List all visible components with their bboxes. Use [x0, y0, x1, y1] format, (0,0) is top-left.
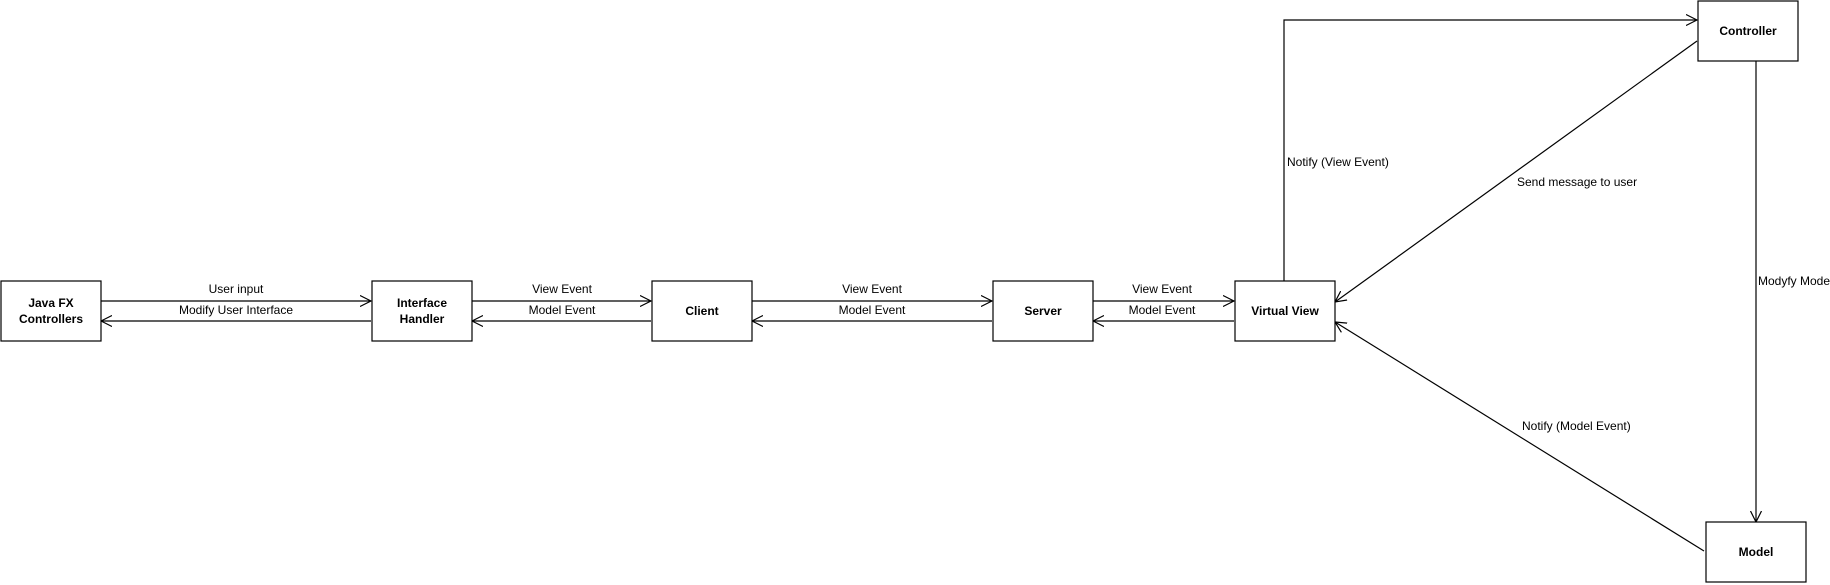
node-box [1697, 0, 1799, 62]
edge-label-model-event-2: Model Event [839, 303, 906, 317]
edge-label-model-event-1: Model Event [529, 303, 596, 317]
node-label: Server [1024, 304, 1062, 318]
node-java-fx-controllers: Java FX Controllers [0, 280, 102, 342]
edge-send-message-to-user [1335, 40, 1698, 302]
node-label: Model [1739, 545, 1774, 559]
node-box [992, 280, 1094, 342]
node-label-line-1: Java FX [28, 296, 73, 310]
edge-label-notify-view-event: Notify (View Event) [1287, 155, 1389, 169]
node-box [1705, 521, 1807, 583]
node-label: Client [685, 304, 718, 318]
node-model: Model [1705, 521, 1807, 583]
node-label-line-2: Handler [400, 312, 445, 326]
node-controller: Controller [1697, 0, 1799, 62]
node-box [1234, 280, 1336, 342]
edge-label-view-event-2: View Event [842, 282, 902, 296]
edge-label-user-input: User input [209, 282, 264, 296]
edge-label-modify-user-interface: Modify User Interface [179, 303, 293, 317]
edge-notify-view-event [1283, 20, 1697, 281]
node-label-line-1: Interface [397, 296, 447, 310]
edge-label-notify-model-event: Notify (Model Event) [1522, 419, 1631, 433]
edge-label-modify-model: Modyfy Model [1758, 274, 1830, 288]
node-label-line-2: Controllers [19, 312, 83, 326]
edge-notify-model-event [1335, 322, 1705, 552]
node-label: Virtual View [1251, 304, 1319, 318]
node-server: Server [992, 280, 1094, 342]
node-box [0, 280, 102, 342]
node-client: Client [651, 280, 753, 342]
edges: User input Modify User Interface View Ev… [101, 20, 1830, 552]
node-label: Controller [1719, 24, 1777, 38]
node-box [371, 280, 473, 342]
node-interface-handler: Interface Handler [371, 280, 473, 342]
edge-label-model-event-3: Model Event [1129, 303, 1196, 317]
node-virtual-view: Virtual View [1234, 280, 1336, 342]
edge-label-view-event-3: View Event [1132, 282, 1192, 296]
edge-label-view-event-1: View Event [532, 282, 592, 296]
node-box [651, 280, 753, 342]
edge-label-send-message-to-user: Send message to user [1517, 175, 1637, 189]
